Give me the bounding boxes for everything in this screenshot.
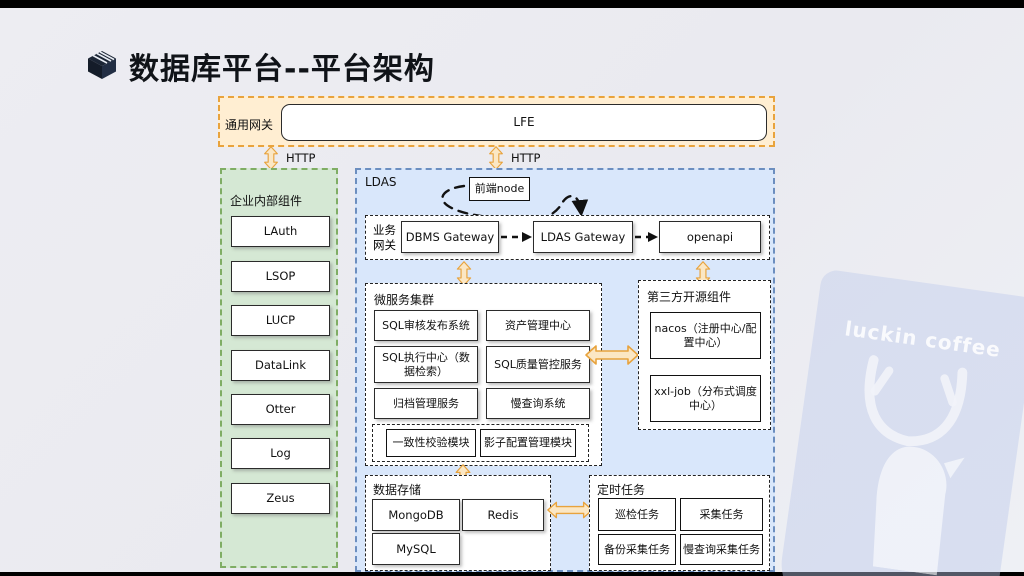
- page-title: 数据库平台--平台架构: [129, 52, 435, 87]
- general-gateway-label: 通用网关: [225, 118, 274, 132]
- microservices-label: 微服务集群: [374, 293, 435, 307]
- ldas-gateway-node: LDAS Gateway: [533, 221, 633, 253]
- openapi-node: openapi: [659, 221, 761, 253]
- internal-item-lucp: LUCP: [231, 305, 330, 336]
- ms-slowquery-node: 慢查询系统: [486, 388, 590, 419]
- ms-sql-exec-node: SQL执行中心（数据检索）: [374, 346, 478, 383]
- third-party-label: 第三方开源组件: [647, 290, 732, 304]
- deer-logo-icon: [864, 355, 968, 576]
- internal-item-lauth: LAuth: [231, 216, 330, 247]
- http-arrow-left-icon: [261, 146, 281, 170]
- ms-shadow-config-node: 影子配置管理模块: [480, 429, 576, 457]
- cube-icon: [88, 51, 116, 79]
- storage-label: 数据存储: [373, 483, 422, 497]
- microservices-container: 微服务集群 SQL审核发布系统 资产管理中心 SQL执行中心（数据检索） SQL…: [365, 283, 602, 466]
- third-party-container: 第三方开源组件 nacos（注册中心/配置中心） xxl-job（分布式调度中心…: [638, 280, 771, 430]
- internal-item-zeus: Zeus: [231, 483, 330, 514]
- internal-item-log: Log: [231, 438, 330, 469]
- http-label-right: HTTP: [511, 151, 541, 165]
- internal-components-container: 企业内部组件 LAuth LSOP LUCP DataLink Otter Lo…: [220, 168, 338, 568]
- ms-archive-node: 归档管理服务: [374, 388, 478, 419]
- dashed-arrow-ldas-to-openapi: [635, 232, 658, 242]
- nacos-node: nacos（注册中心/配置中心）: [650, 312, 761, 359]
- arrow-storage-cron-icon: [547, 497, 593, 523]
- ms-consistency-node: 一致性校验模块: [386, 429, 476, 457]
- cron-label: 定时任务: [597, 483, 646, 497]
- internal-item-lsop: LSOP: [231, 261, 330, 292]
- arrow-microservices-thirdparty-icon: [585, 343, 639, 367]
- dbms-gateway-node: DBMS Gateway: [401, 221, 499, 253]
- biz-gateway-label: 业务网关: [373, 223, 396, 252]
- cron-slowquery-collect-node: 慢查询采集任务: [680, 534, 763, 565]
- cron-container: 定时任务 巡检任务 采集任务 备份采集任务 慢查询采集任务: [589, 475, 770, 571]
- redis-node: Redis: [462, 499, 544, 531]
- luckin-coffee-watermark: luckin coffee: [775, 268, 1024, 576]
- cron-inspect-node: 巡检任务: [598, 498, 676, 531]
- general-gateway-container: 通用网关 LFE: [218, 96, 775, 147]
- internal-item-otter: Otter: [231, 394, 330, 425]
- xxljob-node: xxl-job（分布式调度中心）: [650, 375, 761, 422]
- bottom-black-bar: [0, 572, 1024, 576]
- ms-sql-quality-node: SQL质量管控服务: [486, 346, 590, 383]
- ldas-label: LDAS: [365, 175, 397, 189]
- dashed-arrow-dbms-to-ldas: [501, 232, 532, 242]
- mongodb-node: MongoDB: [372, 499, 460, 531]
- cron-backup-collect-node: 备份采集任务: [598, 534, 676, 565]
- ms-sql-audit-node: SQL审核发布系统: [374, 310, 478, 341]
- http-label-left: HTTP: [286, 151, 316, 165]
- watermark-brand-text: luckin coffee: [843, 316, 1003, 362]
- storage-container: 数据存储 MongoDB Redis MySQL: [365, 475, 551, 571]
- biz-gateway-container: 业务网关 DBMS Gateway LDAS Gateway openapi: [365, 215, 770, 260]
- http-arrow-right-icon: [486, 146, 506, 170]
- mysql-node: MySQL: [372, 533, 460, 565]
- microservices-sub-container: 一致性校验模块 影子配置管理模块: [372, 424, 589, 462]
- ms-asset-mgmt-node: 资产管理中心: [486, 310, 590, 341]
- ldas-container: LDAS 前端node 业务网关 DBMS Gateway LDAS Gatew…: [355, 168, 775, 572]
- top-black-bar: [0, 0, 1024, 8]
- lfe-node: LFE: [281, 104, 767, 141]
- frontend-node: 前端node: [469, 177, 530, 201]
- internal-item-datalink: DataLink: [231, 350, 330, 381]
- internal-components-label: 企业内部组件: [230, 194, 303, 208]
- cron-collect-node: 采集任务: [680, 498, 763, 531]
